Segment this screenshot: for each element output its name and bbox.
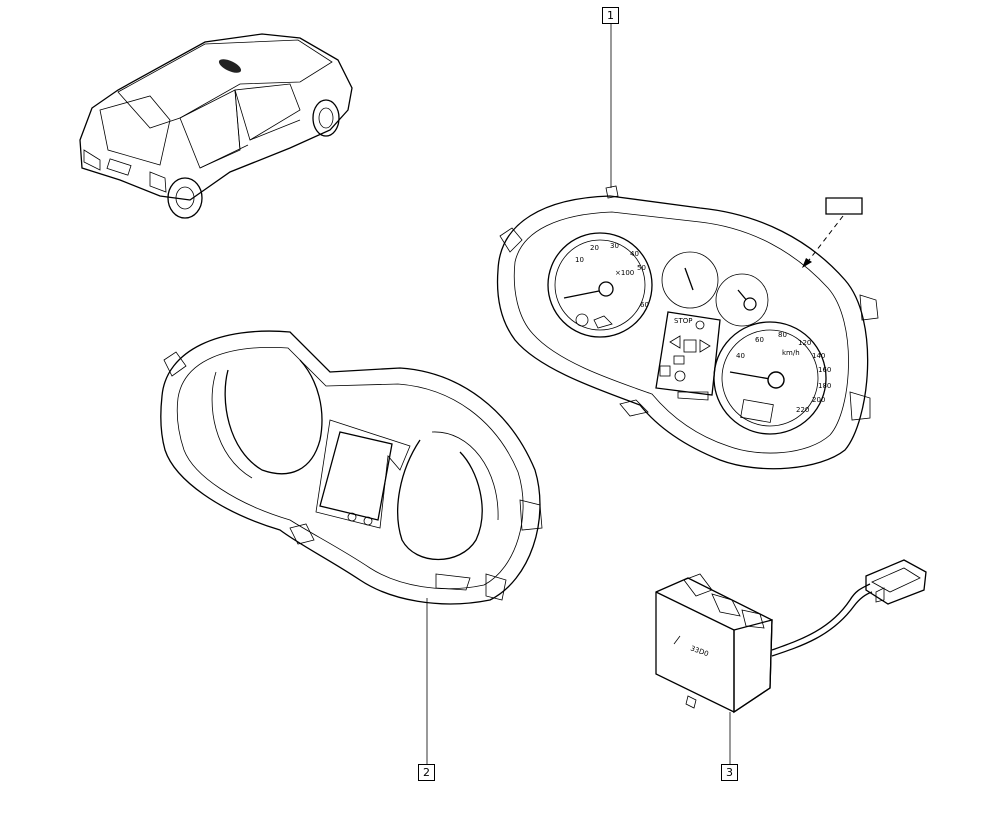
instrument-cluster-front-icon: 20 30 40 10 50 ×100 60 STOP 60 80 120 14… [496,185,879,470]
svg-text:STOP: STOP [674,317,692,325]
svg-text:160: 160 [818,366,831,374]
svg-text:10: 10 [575,256,584,264]
svg-text:140: 140 [812,352,825,360]
control-module-icon: 33D0 [655,559,927,714]
svg-text:120: 120 [798,339,811,347]
callout-3: 3 [721,764,738,781]
svg-text:×100: ×100 [615,269,634,277]
svg-text:20: 20 [590,244,599,252]
car-icon [79,33,353,219]
svg-text:40: 40 [630,250,639,258]
callout-1: 1 [602,7,619,24]
instrument-cluster-back-icon [160,330,543,605]
svg-text:30: 30 [610,242,619,250]
label-tag-icon [802,197,863,268]
svg-text:60: 60 [755,336,764,344]
svg-text:180: 180 [818,382,831,390]
svg-text:60: 60 [640,301,649,309]
svg-text:km/h: km/h [782,349,800,357]
svg-text:33D0: 33D0 [689,644,709,658]
svg-text:40: 40 [736,352,745,360]
callout-2: 2 [418,764,435,781]
svg-text:50: 50 [637,264,646,272]
svg-text:80: 80 [778,331,787,339]
svg-text:200: 200 [812,396,825,404]
svg-text:220: 220 [796,406,809,414]
